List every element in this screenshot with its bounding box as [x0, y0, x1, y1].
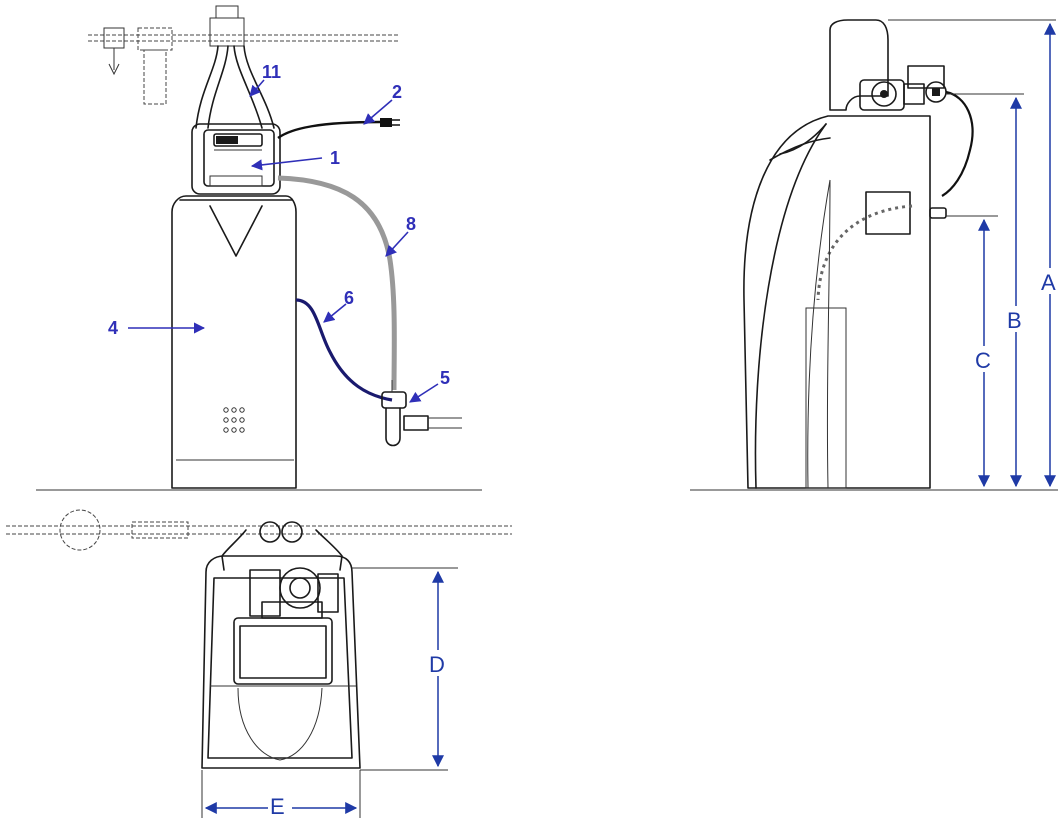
callout-8: 8 — [385, 214, 416, 257]
dimension-e-label: E — [270, 794, 285, 819]
bypass-hoses — [195, 45, 275, 129]
dimension-e: E — [201, 770, 361, 819]
supply-pipe — [88, 5, 400, 105]
top-control-valve — [233, 567, 339, 685]
dimension-a: A — [888, 19, 1060, 488]
side-control-valve — [859, 65, 947, 111]
callout-2-label: 2 — [392, 82, 402, 102]
dimension-c-label: C — [975, 348, 991, 373]
side-view: A B C — [690, 19, 1060, 491]
callout-1: 1 — [250, 148, 340, 171]
salt-cabinet — [171, 195, 297, 489]
callout-8-label: 8 — [406, 214, 416, 234]
dimension-c: C — [946, 215, 998, 488]
callout-6: 6 — [323, 288, 354, 323]
callout-5-label: 5 — [440, 368, 450, 388]
callout-4: 4 — [108, 318, 206, 338]
callout-5: 5 — [409, 368, 450, 403]
control-valve — [191, 123, 281, 195]
callout-4-label: 4 — [108, 318, 118, 338]
dimension-d: D — [352, 567, 458, 771]
front-view: 1 2 4 5 6 8 11 — [36, 5, 482, 491]
callout-6-label: 6 — [344, 288, 354, 308]
callout-2: 2 — [363, 82, 402, 125]
callout-1-label: 1 — [330, 148, 340, 168]
drain-hose — [295, 298, 393, 402]
callout-11: 11 — [249, 62, 281, 97]
top-view: D E — [6, 509, 512, 819]
callout-11-label: 11 — [262, 62, 281, 82]
dimension-b: B — [946, 93, 1026, 488]
drain-siphon — [381, 380, 462, 447]
dimension-a-label: A — [1041, 270, 1056, 295]
power-cord — [277, 118, 400, 139]
brine-hose — [277, 175, 397, 391]
dimension-b-label: B — [1007, 308, 1022, 333]
dimension-d-label: D — [429, 652, 445, 677]
